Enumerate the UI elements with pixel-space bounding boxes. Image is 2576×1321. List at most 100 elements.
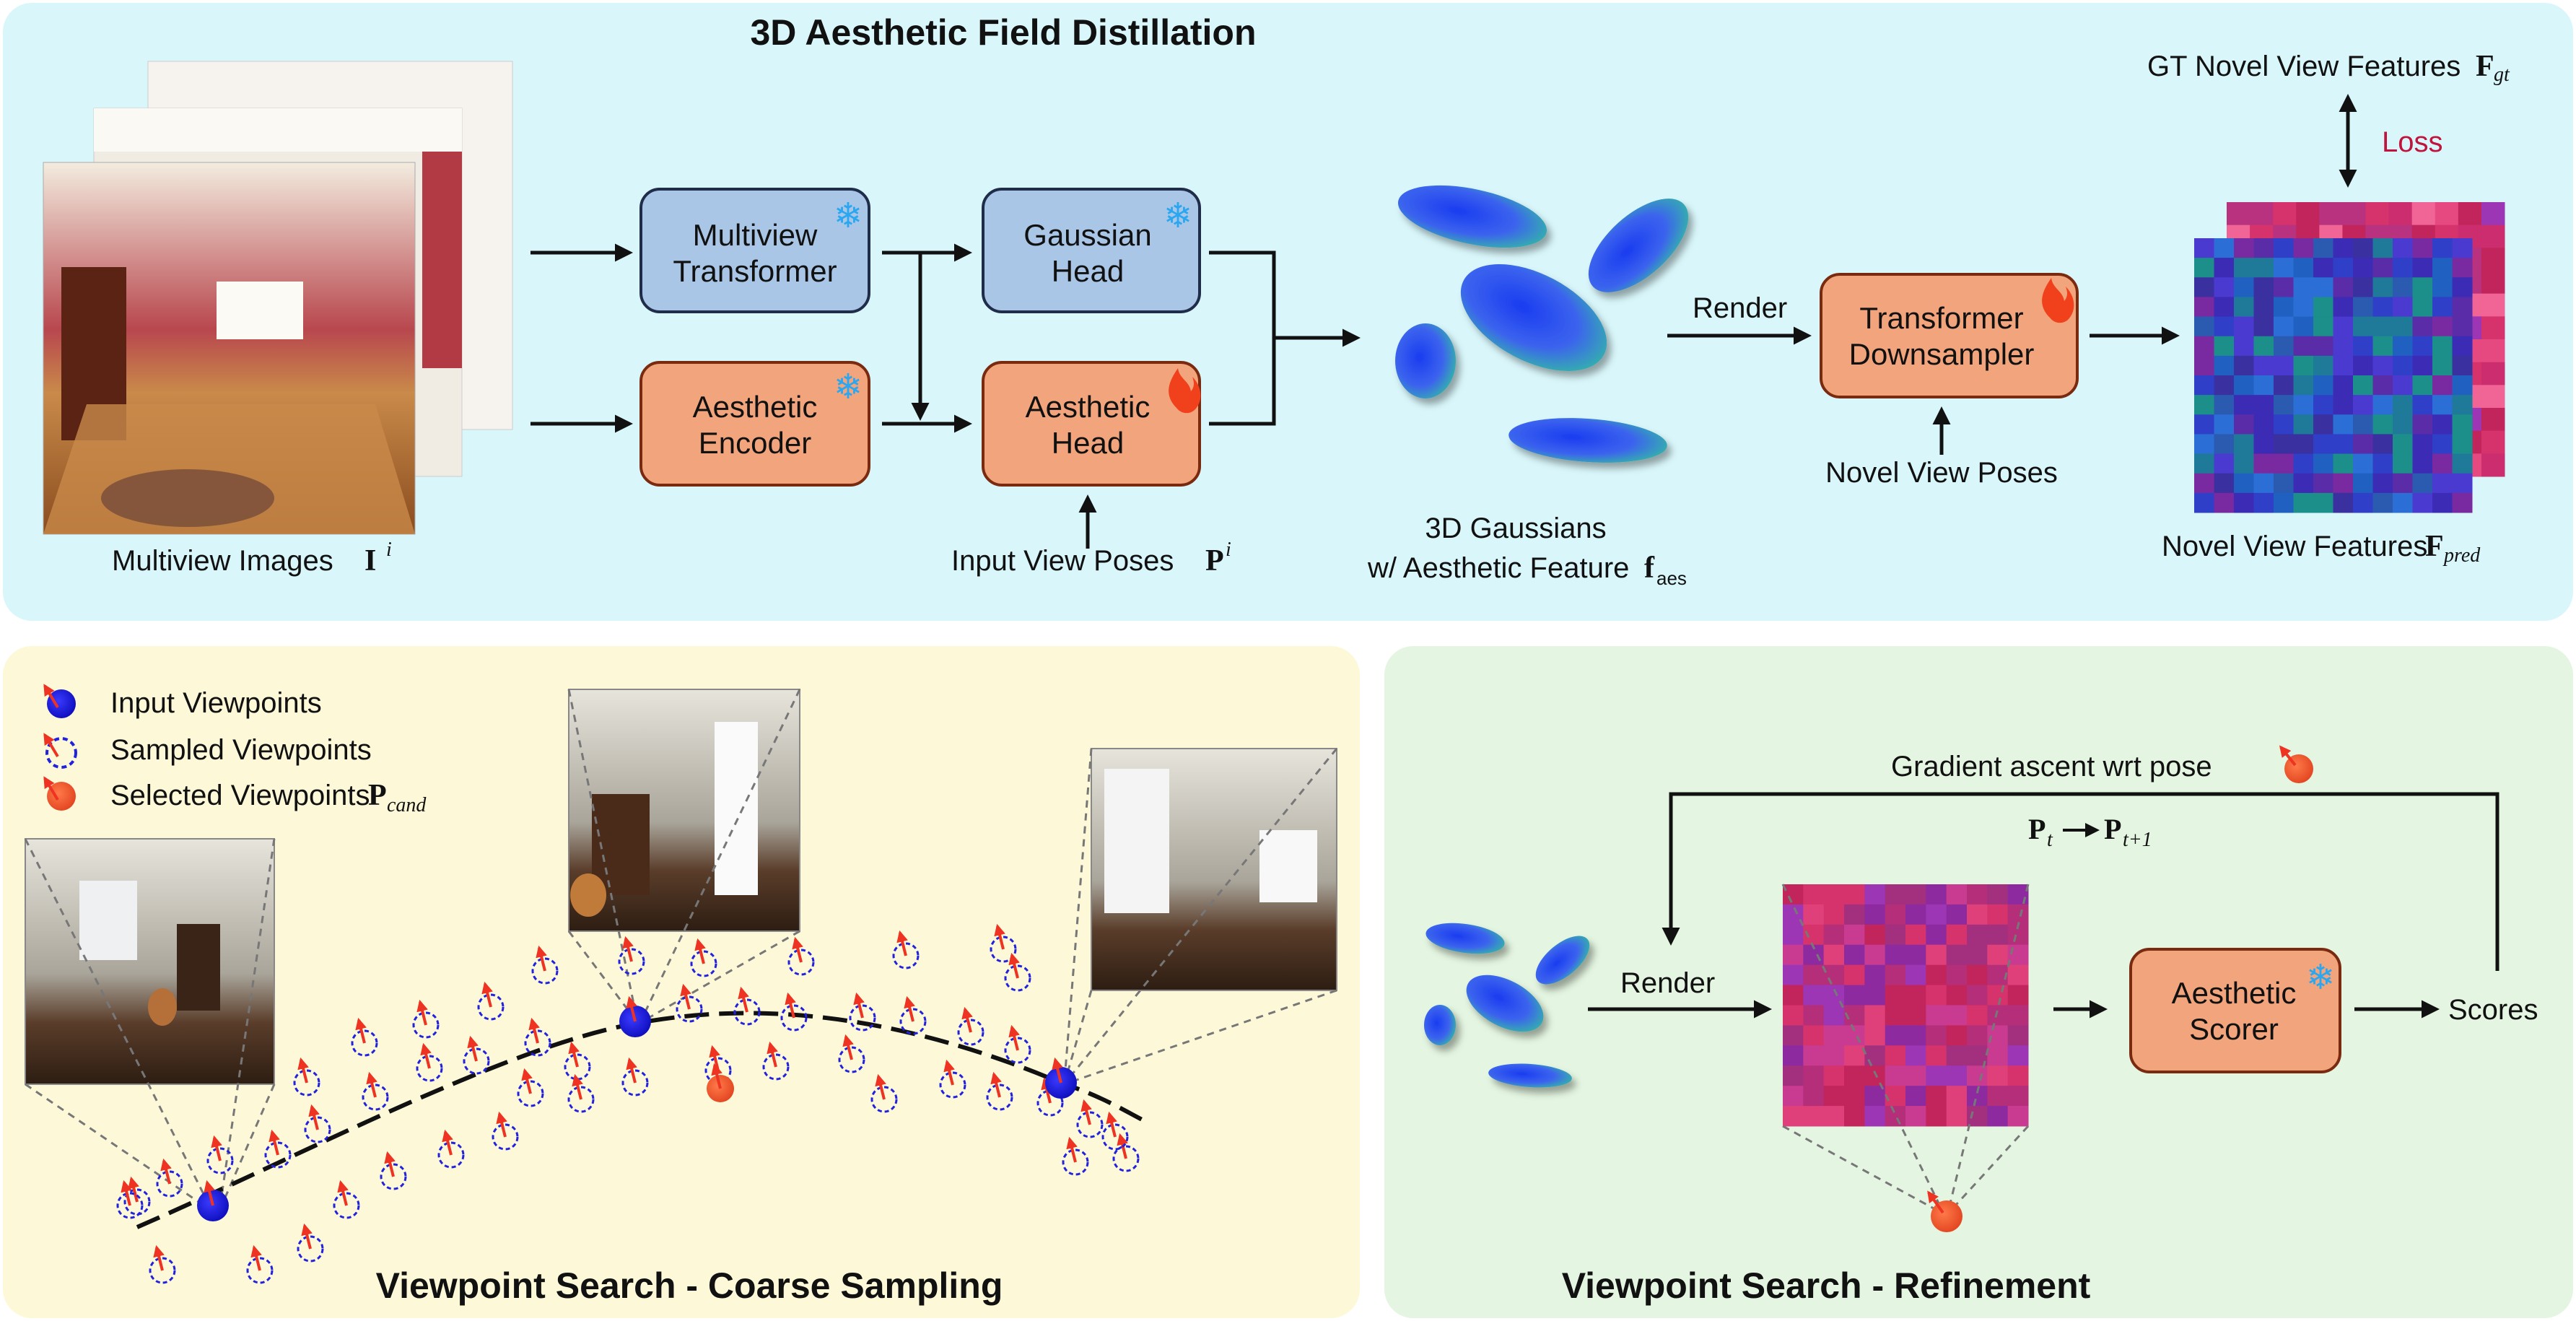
feature-cell <box>1926 1106 1947 1127</box>
render-label-refine: Render <box>1620 967 1715 999</box>
feature-cell <box>1905 924 1926 946</box>
feature-cell <box>2274 434 2294 455</box>
feature-cell <box>2293 492 2314 513</box>
feature-cell <box>1967 1106 1988 1127</box>
feature-cell <box>2412 258 2433 278</box>
feature-cell <box>1885 1045 1906 1066</box>
feature-cell <box>2234 277 2254 297</box>
feature-cell <box>2293 414 2314 435</box>
feature-cell <box>2333 355 2354 376</box>
feature-cell <box>1783 964 1804 986</box>
feature-cell <box>2372 297 2393 318</box>
feature-cell <box>2253 277 2274 297</box>
feature-cell <box>2372 258 2393 278</box>
multiview-images-sup: i <box>386 539 392 561</box>
flame-icon <box>2042 278 2074 323</box>
svg-text:Input Viewpoints: Input Viewpoints <box>110 687 322 719</box>
sampled-viewpoint <box>733 998 761 1026</box>
feature-cell <box>2435 202 2459 226</box>
sampled-viewpoint <box>492 1123 519 1151</box>
feature-cell <box>1926 1025 1947 1046</box>
feature-cell <box>2194 395 2214 415</box>
feature-cell <box>1823 1086 1845 1107</box>
feature-cell <box>2273 202 2297 226</box>
feature-cell <box>2313 492 2333 513</box>
sampled-viewpoint <box>437 1141 465 1169</box>
feature-cell <box>2432 395 2453 415</box>
feature-cell <box>1885 904 1906 925</box>
gradient-label: Gradient ascent wrt pose <box>1891 751 2212 782</box>
feature-cell <box>1864 985 1886 1006</box>
feature-cell <box>2432 375 2453 396</box>
gt-features-label: GT Novel View Features <box>2147 51 2461 82</box>
feature-cell <box>1783 1025 1804 1046</box>
feature-cell <box>2234 492 2254 513</box>
feature-cell <box>1987 964 2009 986</box>
feature-cell <box>1823 944 1845 966</box>
feature-cell <box>2234 297 2254 318</box>
feature-cell <box>2253 316 2274 337</box>
feature-cell <box>2372 238 2393 258</box>
feature-cell <box>2234 238 2254 258</box>
input-view-poses-sup: i <box>1226 539 1231 561</box>
feature-cell <box>2412 277 2433 297</box>
feature-cell <box>2214 336 2235 357</box>
feature-cell <box>1803 1065 1825 1086</box>
feature-cell <box>2313 258 2333 278</box>
feature-cell <box>2388 202 2413 226</box>
feature-cell <box>2353 277 2373 297</box>
sampled-viewpoint <box>787 949 815 976</box>
feature-cell <box>1885 964 1906 986</box>
feature-cell <box>2214 375 2235 396</box>
feature-cell <box>2253 238 2274 258</box>
feature-cell <box>2458 202 2482 226</box>
feature-cell <box>2313 414 2333 435</box>
feature-cell <box>2214 492 2235 513</box>
feature-cell <box>2194 492 2214 513</box>
loss-label: Loss <box>2382 126 2443 158</box>
svg-text:cand: cand <box>387 794 427 816</box>
feature-cell <box>2007 1065 2029 1086</box>
gaussians-symbol: f <box>1644 551 1655 585</box>
feature-cell <box>2412 375 2433 396</box>
feature-cell <box>2194 473 2214 494</box>
feature-cell <box>2234 258 2254 278</box>
feature-cell <box>2253 395 2274 415</box>
feature-cell <box>1844 924 1865 946</box>
sampled-viewpoint <box>264 1141 292 1169</box>
feature-cell <box>2293 453 2314 474</box>
svg-text:Aesthetic: Aesthetic <box>693 390 818 424</box>
feature-cell <box>1987 1025 2009 1046</box>
feature-cell <box>1864 1106 1886 1127</box>
feature-cell <box>1926 1086 1947 1107</box>
feature-cell <box>2293 316 2314 337</box>
feature-cell <box>2393 336 2413 357</box>
coarse-view-image-2 <box>568 689 800 932</box>
feature-cell <box>2274 453 2294 474</box>
feature-cell <box>2353 492 2373 513</box>
gaussian-blobs <box>1395 185 1689 463</box>
feature-cell <box>2194 297 2214 318</box>
multiview-transformer-box: Multiview Transformer ❄ <box>639 188 870 313</box>
feature-cell <box>2214 238 2235 258</box>
feature-cell <box>2234 414 2254 435</box>
feature-cell <box>2234 434 2254 455</box>
sampled-viewpoint <box>517 1080 544 1107</box>
feature-cell <box>2274 414 2294 435</box>
sampled-viewpoint <box>899 1008 927 1035</box>
feature-cell <box>2342 202 2366 226</box>
feature-cell <box>2007 944 2029 966</box>
coarse-viewpoints <box>116 923 1140 1284</box>
feature-cell <box>2274 375 2294 396</box>
svg-text:Encoder: Encoder <box>699 426 811 460</box>
sampled-viewpoint <box>463 1047 490 1075</box>
feature-cell <box>2412 316 2433 337</box>
feature-cell <box>2372 395 2393 415</box>
feature-cell <box>2253 453 2274 474</box>
legend: Input Viewpoints Sampled Viewpoints Sele… <box>43 684 427 816</box>
feature-cell <box>2353 414 2373 435</box>
feature-cell <box>2353 434 2373 455</box>
sampled-viewpoint <box>986 1084 1013 1111</box>
feature-cell <box>1844 1065 1865 1086</box>
feature-cell <box>2194 258 2214 278</box>
